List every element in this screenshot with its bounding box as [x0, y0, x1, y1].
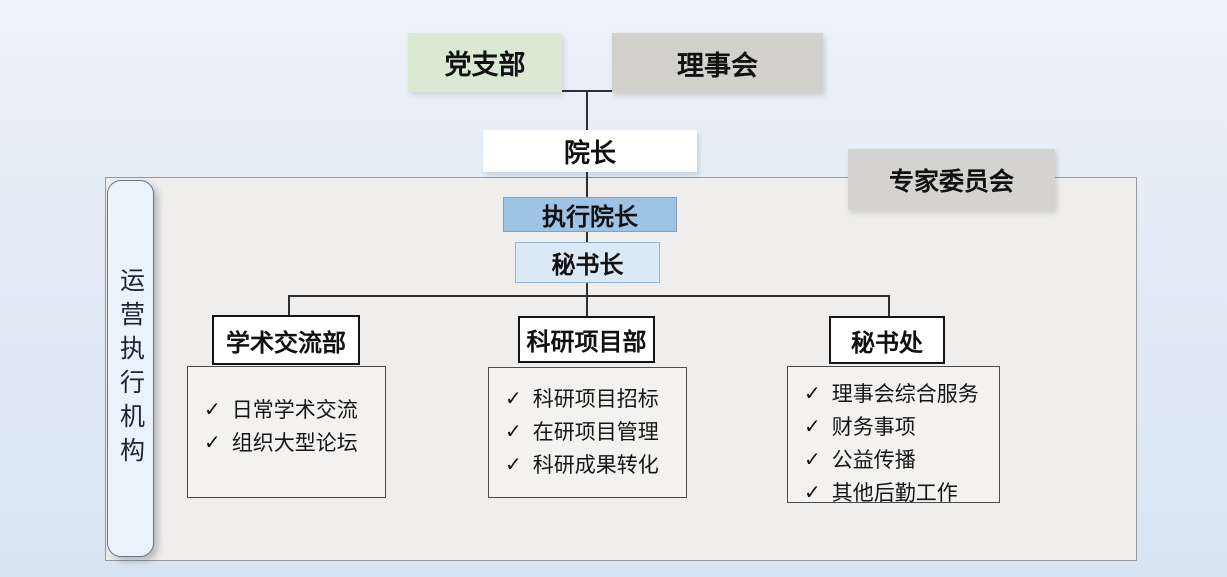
branch-drop-center-line	[586, 295, 588, 317]
check-icon: ✓	[505, 421, 522, 443]
task-label: 财务事项	[831, 416, 916, 439]
task-item: ✓ 理事会综合服务	[804, 378, 999, 411]
check-icon: ✓	[804, 482, 821, 504]
branch-drop-left-line	[288, 295, 290, 316]
executive-dean-box: 执行院长	[503, 197, 677, 232]
department-title-secretariat: 秘书处	[829, 316, 945, 364]
task-item: ✓ 科研成果转化	[505, 449, 686, 482]
task-label: 公益传播	[831, 449, 916, 472]
branch-horizontal-line	[288, 295, 890, 297]
task-list-academic-exchange: ✓ 日常学术交流 ✓ 组织大型论坛	[187, 366, 386, 498]
task-item: ✓ 其他后勤工作	[804, 477, 999, 510]
check-icon: ✓	[505, 388, 522, 410]
department-title-research-projects: 科研项目部	[518, 316, 655, 363]
party-branch-box: 党支部	[408, 33, 562, 92]
task-list-research-projects: ✓ 科研项目招标 ✓ 在研项目管理 ✓ 科研成果转化	[488, 367, 687, 498]
secgeneral-to-branch-line	[586, 283, 588, 296]
task-item: ✓ 财务事项	[804, 411, 999, 444]
task-label: 日常学术交流	[231, 399, 358, 422]
task-item: ✓ 在研项目管理	[505, 416, 686, 449]
task-label: 理事会综合服务	[831, 383, 979, 406]
dean-to-execdean-line	[586, 172, 588, 198]
expert-committee-box: 专家委员会	[848, 149, 1055, 210]
operations-side-pill: 运营执行机构	[107, 180, 154, 557]
check-icon: ✓	[804, 449, 821, 471]
execdean-to-secgeneral-line	[586, 232, 588, 243]
check-icon: ✓	[804, 416, 821, 438]
operations-side-label: 运营执行机构	[116, 266, 145, 471]
task-item: ✓ 科研项目招标	[505, 383, 686, 416]
branch-drop-right-line	[888, 295, 890, 317]
secretary-general-box: 秘书长	[515, 242, 660, 283]
council-box: 理事会	[612, 33, 823, 93]
task-list-secretariat: ✓ 理事会综合服务 ✓ 财务事项 ✓ 公益传播 ✓ 其他后勤工作	[787, 366, 1000, 505]
check-icon: ✓	[204, 432, 221, 454]
dean-box: 院长	[483, 130, 697, 172]
top-vertical-connector-line	[586, 91, 588, 131]
check-icon: ✓	[204, 399, 221, 421]
check-icon: ✓	[505, 454, 522, 476]
task-item: ✓ 日常学术交流	[204, 394, 385, 427]
task-item: ✓ 组织大型论坛	[204, 427, 385, 460]
task-label: 科研成果转化	[532, 454, 659, 477]
check-icon: ✓	[804, 383, 821, 405]
task-item: ✓ 公益传播	[804, 444, 999, 477]
task-label: 组织大型论坛	[231, 432, 358, 455]
task-label: 其他后勤工作	[831, 482, 958, 505]
task-label: 科研项目招标	[532, 388, 659, 411]
task-label: 在研项目管理	[532, 421, 659, 444]
department-title-academic-exchange: 学术交流部	[212, 315, 360, 365]
